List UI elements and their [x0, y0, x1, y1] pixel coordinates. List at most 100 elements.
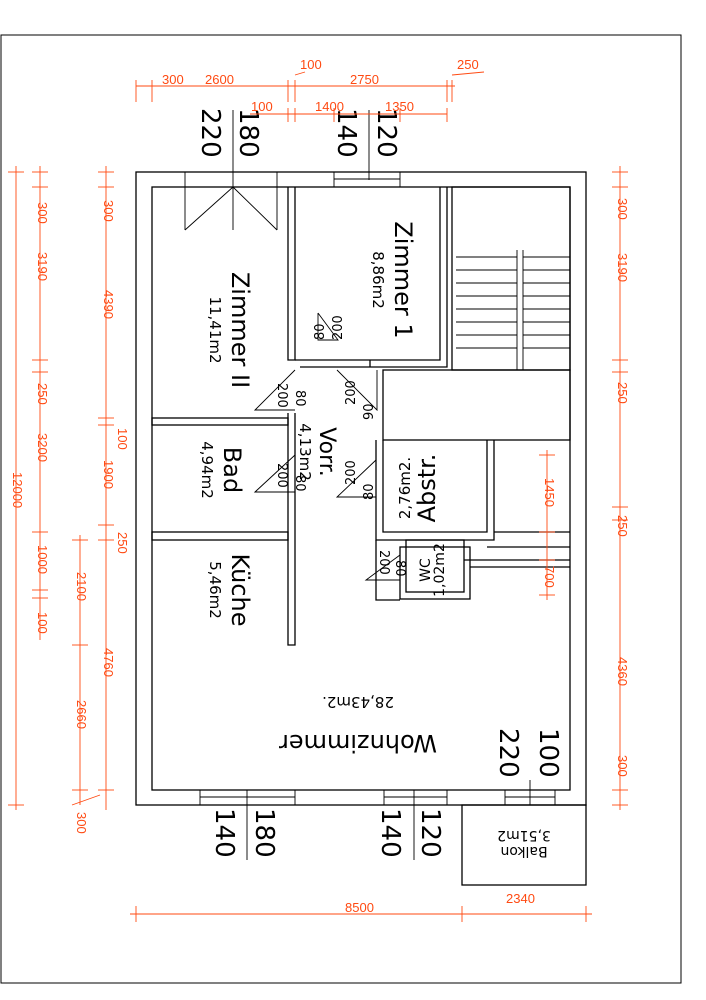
dim-left-1000: 1000: [35, 545, 50, 574]
room-abstr-name: Abstr.: [413, 454, 441, 523]
opening-bottom-left-140: 140: [209, 808, 239, 858]
opening-right-100: 100: [533, 728, 563, 778]
room-balkon-area: 3,51m2: [497, 827, 551, 843]
door-size-bad: 200 80: [274, 463, 307, 492]
dim-right-250b: 250: [615, 515, 630, 537]
room-kueche-area: 5,46m2: [206, 561, 224, 619]
door-abstr-top-width: 90: [362, 403, 377, 420]
dim-right-700: 700: [542, 566, 557, 588]
opening-top-mid-140: 140: [331, 108, 361, 158]
dim-leftmid-1900: 1900: [101, 460, 116, 489]
dim-right: 300 3190 250 250 4360 300: [612, 166, 630, 810]
dim-leftmid-250: 250: [115, 532, 130, 554]
room-zimmer1-name: Zimmer 1: [389, 221, 417, 338]
room-zimmer2: Zimmer II 11,41m2: [206, 272, 254, 388]
door-size-abstr: 200 80: [344, 460, 377, 500]
dim-left-inner: 300 3190 250 3200 1000 100: [32, 166, 50, 640]
door-symbols: [253, 312, 401, 581]
door-size-z2: 200 80: [274, 383, 307, 408]
door-bad-width: 80: [292, 475, 307, 492]
room-abstr-area: 2,76m2.: [396, 457, 414, 519]
opening-bottom-left: 180 140: [209, 790, 279, 860]
room-zimmer1-area: 8,86m2: [369, 251, 387, 309]
opening-top-mid: 120 140: [331, 108, 401, 180]
room-wohnzimmer-name: Wohnzimmer: [279, 729, 437, 757]
dim-left-inner2: 2100 2660 300: [71, 535, 101, 834]
room-kueche-name: Küche: [226, 554, 254, 627]
dim-top-250: 250: [457, 57, 479, 72]
dim-top-1350: 1350: [385, 99, 414, 114]
opening-right-220: 220: [493, 728, 523, 778]
dim-left-2100: 2100: [74, 572, 89, 601]
dim-left-3200: 3200: [35, 433, 50, 462]
opening-top-left-220: 220: [195, 108, 225, 158]
opening-bottom-mid: 120 140: [375, 790, 445, 860]
dim-left-100: 100: [35, 612, 50, 634]
dim-right-300: 300: [615, 198, 630, 220]
dim-top-2600: 2600: [205, 72, 234, 87]
dim-top-2750: 2750: [350, 72, 379, 87]
room-bad-name: Bad: [218, 447, 246, 493]
dim-top-row1: 300 2600 100 2750 250: [135, 57, 485, 102]
opening-top-left: 180 220: [195, 108, 263, 190]
room-zimmer2-name: Zimmer II: [226, 272, 254, 388]
staircase: [456, 250, 570, 370]
door-abstr-top-height: 200: [344, 380, 359, 405]
room-balkon-name: Balkon: [500, 843, 547, 859]
dim-top-row2: 100 1400 1350: [250, 99, 448, 122]
door-size-abstr-top: 200 90: [344, 380, 377, 420]
room-balkon: Balkon 3,51m2: [497, 827, 551, 859]
room-zimmer1: Zimmer 1 8,86m2: [369, 221, 417, 338]
room-wc: WC 1,02m2: [418, 543, 448, 597]
opening-bottom-mid-140: 140: [375, 808, 405, 858]
dim-top-100b: 100: [251, 99, 273, 114]
dim-leftmid-100: 100: [115, 428, 130, 450]
room-zimmer2-area: 11,41m2: [206, 296, 224, 363]
dim-top-300: 300: [162, 72, 184, 87]
door-swing-zimmer2: [184, 186, 278, 231]
opening-top-left-180: 180: [233, 108, 263, 158]
dim-top-1400: 1400: [315, 99, 344, 114]
dim-right-300b: 300: [615, 755, 630, 777]
dim-left-2660: 2660: [74, 700, 89, 729]
dim-bottom-2340: 2340: [506, 891, 535, 906]
dim-leftmid-4390: 4390: [101, 290, 116, 319]
dim-right-inner: 1450 700: [539, 450, 557, 600]
door-z1-height: 200: [331, 315, 346, 340]
door-wc-height: 200: [376, 550, 391, 575]
dim-right-1450: 1450: [542, 478, 557, 507]
door-bad-height: 200: [274, 463, 289, 488]
dim-bottom-8500: 8500: [345, 900, 374, 915]
door-z2-height: 200: [274, 383, 289, 408]
room-kueche: Küche 5,46m2: [206, 554, 254, 627]
dim-leftmid-4760: 4760: [101, 648, 116, 677]
dim-left-12000: 12000: [10, 472, 25, 508]
dim-top-100a: 100: [300, 57, 322, 72]
dim-bottom: 8500 2340: [130, 891, 592, 922]
door-z2-width: 80: [292, 390, 307, 407]
dim-left-3190: 3190: [35, 252, 50, 281]
room-vorr-name: Vorr.: [314, 427, 339, 476]
opening-bottom-left-180: 180: [249, 808, 279, 858]
inner-walls: [151, 186, 571, 646]
dim-left-total: 12000: [8, 166, 25, 810]
room-wohnzimmer: Wohnzimmer 28,43m2.: [279, 693, 437, 757]
dim-right-4360: 4360: [615, 657, 630, 686]
room-wc-name: WC: [418, 558, 434, 582]
dim-left-250: 250: [35, 383, 50, 405]
room-wohnzimmer-area: 28,43m2.: [322, 693, 394, 711]
opening-top-mid-120: 120: [371, 108, 401, 158]
dim-left-300b: 300: [74, 812, 89, 834]
room-abstr: Abstr. 2,76m2.: [396, 454, 441, 523]
door-abstr-height: 200: [344, 460, 359, 485]
room-vorr: Vorr. 4,13m2: [296, 423, 339, 481]
dim-right-3190: 3190: [615, 253, 630, 282]
room-vorr-area: 4,13m2: [296, 423, 314, 481]
room-wc-area: 1,02m2: [432, 543, 448, 597]
dim-right-250a: 250: [615, 382, 630, 404]
opening-right: 100 220: [493, 728, 563, 805]
outer-walls: [135, 171, 587, 886]
room-bad: Bad 4,94m2: [198, 441, 246, 499]
door-z1-width: 80: [313, 323, 328, 340]
